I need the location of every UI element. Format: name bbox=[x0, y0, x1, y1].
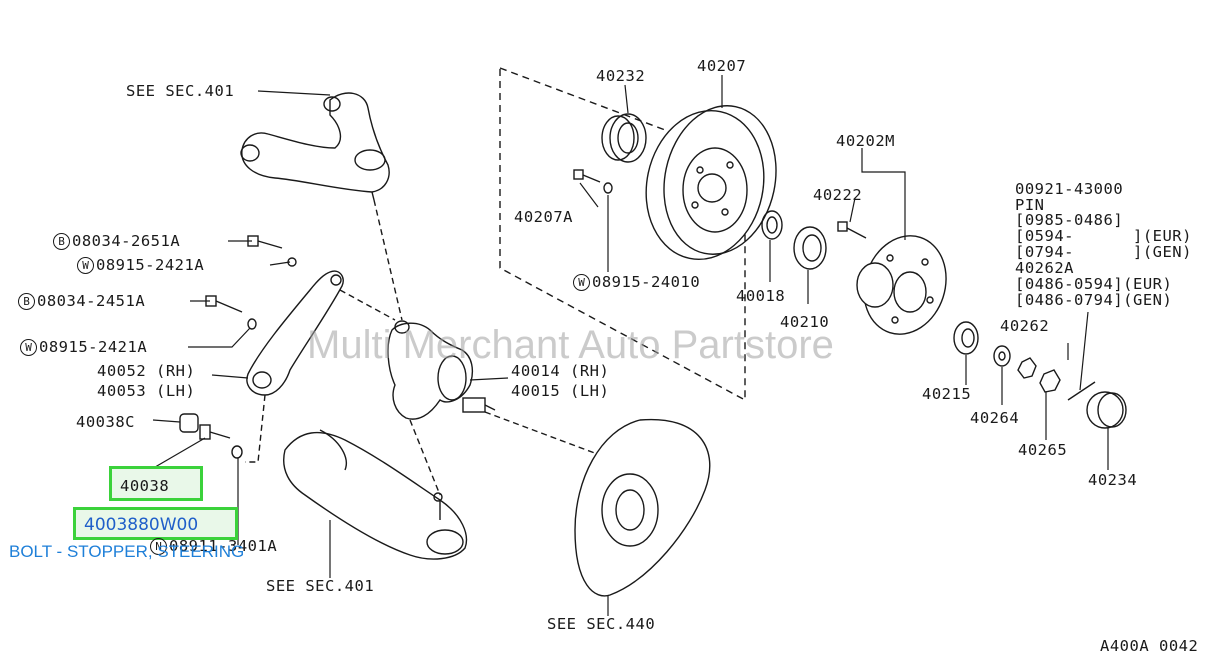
washer-40264-drawing bbox=[993, 345, 1011, 367]
label-40202M: 40202M bbox=[836, 132, 895, 150]
label-40207A: 40207A bbox=[514, 208, 573, 226]
label-40014: 40014 (RH) bbox=[511, 362, 610, 380]
label-40038C: 40038C bbox=[76, 413, 135, 431]
washer-symbol: W bbox=[77, 257, 94, 274]
cap-40234-drawing bbox=[1086, 391, 1127, 429]
pin-info-line-0: 00921-43000 bbox=[1015, 180, 1124, 198]
cotter-pin-drawing bbox=[1067, 381, 1096, 401]
brake-disc-drawing bbox=[645, 105, 777, 261]
label-see-sec-440: SEE SEC.440 bbox=[547, 615, 656, 633]
hub-bolt-40222-drawing bbox=[837, 221, 867, 239]
nut-40265-drawing bbox=[1039, 369, 1061, 393]
label-40232: 40232 bbox=[596, 67, 646, 85]
lower-arm-dash bbox=[409, 419, 441, 496]
part-description: BOLT - STOPPER, STEERING bbox=[9, 542, 245, 561]
label-40207: 40207 bbox=[697, 57, 747, 75]
label-40265: 40265 bbox=[1018, 441, 1068, 459]
stopper-bolt-drawing bbox=[179, 413, 243, 459]
label-40262: 40262 bbox=[1000, 317, 1050, 335]
bearing-40210-drawing bbox=[793, 226, 827, 270]
bolt-08034-2451A-drawing bbox=[205, 295, 243, 313]
label-40210: 40210 bbox=[780, 313, 830, 331]
stopper-dash bbox=[245, 394, 266, 463]
bolt-40207A-drawing bbox=[573, 169, 613, 194]
pin-info-line-3: [0594- ](EUR) bbox=[1015, 227, 1192, 245]
pin-info-line-6: [0486-0594](EUR) bbox=[1015, 275, 1173, 293]
bearing-40018-drawing bbox=[761, 210, 783, 240]
label-40222: 40222 bbox=[813, 186, 863, 204]
lower-control-arm-drawing bbox=[283, 429, 467, 560]
upper-arm-dash bbox=[373, 199, 403, 321]
label-40052: 40052 (RH) bbox=[97, 362, 196, 380]
washer-08915-2421A-b bbox=[247, 318, 257, 330]
shield-dash bbox=[484, 411, 641, 471]
label-see-sec-401-top: SEE SEC.401 bbox=[126, 82, 235, 100]
bolt-symbol: B bbox=[53, 233, 70, 250]
wheel-hub-drawing bbox=[856, 235, 947, 335]
watermark: Multi Merchant Auto Partstore bbox=[307, 323, 834, 367]
pin-info-line-1: PIN bbox=[1015, 196, 1045, 214]
label-40038: 40038 bbox=[120, 477, 170, 495]
highlight-40038[interactable]: 40038 bbox=[109, 466, 203, 501]
figure-code: A400A 0042 bbox=[1100, 637, 1199, 655]
label-40018: 40018 bbox=[736, 287, 786, 305]
leader-lines bbox=[149, 75, 1109, 616]
label-40234: 40234 bbox=[1088, 471, 1138, 489]
pin-info-line-4: [0794- ](GEN) bbox=[1015, 243, 1192, 261]
splash-shield-drawing bbox=[574, 418, 711, 597]
pin-info-line-5: 40262A bbox=[1015, 259, 1074, 277]
bearing-40215-drawing bbox=[953, 321, 979, 355]
washer-symbol: W bbox=[20, 339, 37, 356]
seal-40232-drawing bbox=[601, 113, 647, 163]
label-40053: 40053 (LH) bbox=[97, 382, 196, 400]
disc-assembly-boundary bbox=[499, 67, 746, 402]
upper-control-arm-drawing bbox=[240, 92, 390, 201]
nut-symbol: N bbox=[150, 538, 167, 555]
label-40215: 40215 bbox=[922, 385, 972, 403]
pin-info-line-7: [0486-0794](GEN) bbox=[1015, 291, 1173, 309]
steering-knuckle-drawing bbox=[387, 320, 496, 420]
bolt-08034-2651A-drawing bbox=[247, 235, 283, 249]
label-4003880W00: 4003880W00 bbox=[84, 515, 199, 535]
label-see-sec-401-bottom: SEE SEC.401 bbox=[266, 577, 375, 595]
pin-info-line-2: [0985-0486] bbox=[1015, 211, 1124, 229]
highlight-4003880W00[interactable]: 4003880W00 bbox=[73, 507, 238, 540]
bolt-symbol: B bbox=[18, 293, 35, 310]
label-40015: 40015 (LH) bbox=[511, 382, 610, 400]
label-40264: 40264 bbox=[970, 409, 1020, 427]
nut-40262-drawing bbox=[1017, 357, 1037, 379]
washer-symbol: W bbox=[573, 274, 590, 291]
arm-knuckle-dash bbox=[339, 289, 396, 321]
